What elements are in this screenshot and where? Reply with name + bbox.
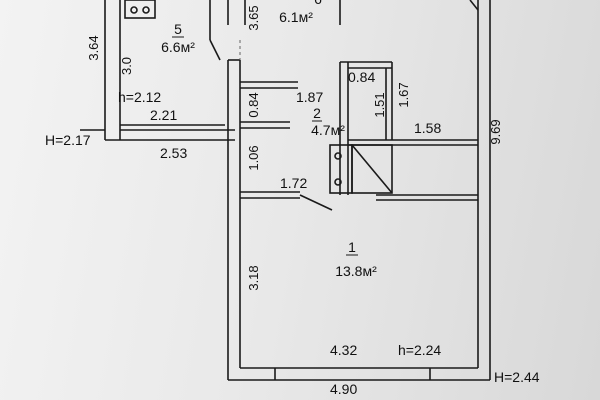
room-1-area: 13.8м²	[335, 263, 377, 279]
dim-label: 2.53	[160, 145, 187, 161]
dim-label: 3.65	[246, 5, 261, 30]
burner	[142, 6, 150, 14]
dim-label: 1.87	[296, 89, 323, 105]
room-6-number: 6	[314, 0, 322, 7]
dim-label: 3.18	[246, 265, 261, 290]
room-6-area: 6.1м²	[279, 9, 313, 25]
fixture-box	[329, 144, 353, 194]
dim-label: 1.72	[280, 175, 307, 191]
room-2-area: 4.7м²	[311, 122, 345, 138]
room-5-area: 6.6м²	[161, 39, 195, 55]
height-label: H=2.17	[45, 132, 91, 148]
dim-label: 9.69	[488, 119, 503, 144]
dim-label: 0.84	[246, 92, 261, 117]
height-label: H=2.44	[494, 369, 540, 385]
dim-label: 0.84	[348, 69, 375, 85]
dim-label: 3.64	[86, 35, 101, 60]
dim-label: 1.67	[396, 82, 411, 107]
stove-fixture	[124, 0, 156, 19]
fixture-circle	[334, 152, 342, 160]
door-swing-line	[209, 39, 221, 61]
fixture-diagonal	[351, 144, 393, 194]
dim-label: 4.32	[330, 342, 357, 358]
room-5-number: 5	[174, 21, 182, 37]
dim-label: 2.21	[150, 107, 177, 123]
door-swing-line	[299, 194, 333, 211]
dim-label: 4.90	[330, 381, 357, 397]
dim-label: 1.58	[414, 120, 441, 136]
dim-label: 1.06	[246, 145, 261, 170]
burner	[130, 6, 138, 14]
height-label: h=2.24	[398, 342, 441, 358]
height-label: h=2.12	[118, 89, 161, 105]
dim-label: 1.51	[372, 92, 387, 117]
wall-line	[469, 0, 479, 11]
dim-label: 3.0	[119, 57, 134, 75]
fixture-circle	[334, 178, 342, 186]
room-2-number: 2	[313, 105, 321, 121]
room-1-number: 1	[348, 239, 356, 255]
